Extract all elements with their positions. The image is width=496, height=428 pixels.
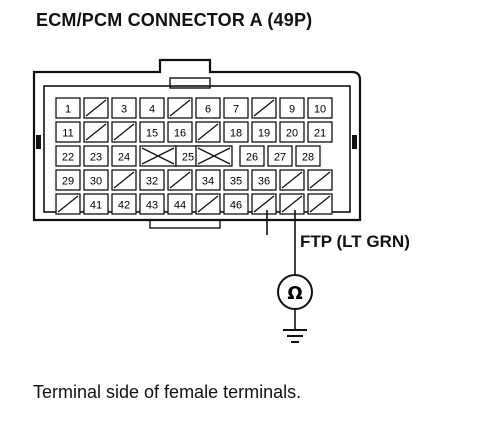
terminal-number: 27: [274, 152, 286, 164]
terminal-23: 23: [83, 145, 109, 167]
terminal-blocked: [195, 145, 233, 167]
terminal-4: 4: [139, 97, 165, 119]
side-notch-left: [36, 135, 41, 149]
terminal-number: 19: [258, 128, 270, 140]
terminal-number: 46: [230, 200, 242, 212]
terminal-number: 29: [62, 176, 74, 188]
terminal-number: 43: [146, 200, 158, 212]
terminal-number: 35: [230, 176, 242, 188]
terminal-32: 32: [139, 169, 165, 191]
terminal-15: 15: [139, 121, 165, 143]
terminal-empty: [307, 169, 333, 191]
terminal-9: 9: [279, 97, 305, 119]
terminal-number: 3: [121, 104, 127, 116]
terminal-empty: [307, 193, 333, 215]
terminal-26: 26: [239, 145, 265, 167]
terminal-number: 26: [246, 152, 258, 164]
terminal-7: 7: [223, 97, 249, 119]
connector-housing: [32, 58, 362, 222]
terminal-number: 11: [62, 128, 73, 140]
terminal-empty: [111, 169, 137, 191]
terminal-number: 20: [286, 128, 298, 140]
terminal-empty: [251, 193, 277, 215]
terminal-46: 46: [223, 193, 249, 215]
terminal-43: 43: [139, 193, 165, 215]
terminal-42: 42: [111, 193, 137, 215]
terminal-empty: [195, 121, 221, 143]
terminal-empty: [55, 193, 81, 215]
terminal-number: 15: [146, 128, 158, 140]
locking-tab: [169, 77, 211, 89]
terminal-number: 9: [289, 104, 295, 116]
terminal-41: 41: [83, 193, 109, 215]
terminal-24: 24: [111, 145, 137, 167]
terminal-number: 18: [230, 128, 242, 140]
terminal-44: 44: [167, 193, 193, 215]
terminal-34: 34: [195, 169, 221, 191]
side-notch-right: [352, 135, 357, 149]
terminal-empty: [279, 193, 305, 215]
terminal-number: 34: [202, 176, 214, 188]
terminal-empty: [251, 97, 277, 119]
terminal-number: 32: [146, 176, 158, 188]
terminal-empty: [83, 97, 109, 119]
terminal-number: 4: [149, 104, 155, 116]
wire-label: FTP (LT GRN): [300, 232, 410, 251]
terminal-empty: [83, 121, 109, 143]
terminal-30: 30: [83, 169, 109, 191]
terminal-empty: [279, 169, 305, 191]
terminal-28: 28: [295, 145, 321, 167]
terminal-number: 36: [258, 176, 270, 188]
terminal-27: 27: [267, 145, 293, 167]
terminal-22: 22: [55, 145, 81, 167]
terminal-number: 6: [205, 104, 211, 116]
terminal-empty: [167, 169, 193, 191]
terminal-empty: [195, 193, 221, 215]
terminal-19: 19: [251, 121, 277, 143]
terminal-1: 1: [55, 97, 81, 119]
terminal-number: 28: [302, 152, 314, 164]
terminal-35: 35: [223, 169, 249, 191]
terminal-number: 30: [90, 176, 102, 188]
terminal-blocked: [139, 145, 177, 167]
terminal-20: 20: [279, 121, 305, 143]
terminal-number: 24: [118, 152, 130, 164]
terminal-18: 18: [223, 121, 249, 143]
diagram-caption: Terminal side of female terminals.: [33, 382, 302, 402]
terminal-16: 16: [167, 121, 193, 143]
terminal-number: 1: [65, 104, 71, 116]
terminal-number: 23: [90, 152, 102, 164]
terminal-number: 22: [62, 152, 74, 164]
ohmmeter-symbol: Ω: [287, 283, 302, 304]
terminal-number: 7: [233, 104, 239, 116]
bottom-key: [149, 219, 221, 229]
terminal-empty: [167, 97, 193, 119]
terminal-number: 21: [314, 128, 326, 140]
terminal-29: 29: [55, 169, 81, 191]
terminal-empty: [111, 121, 137, 143]
terminal-21: 21: [307, 121, 333, 143]
terminal-number: 10: [314, 104, 326, 116]
terminal-11: 11: [55, 121, 81, 143]
terminal-number: 16: [174, 128, 186, 140]
connector-title: ECM/PCM CONNECTOR A (49P): [36, 10, 313, 30]
terminal-6: 6: [195, 97, 221, 119]
terminal-3: 3: [111, 97, 137, 119]
terminal-number: 44: [174, 200, 186, 212]
terminal-number: 41: [90, 200, 102, 212]
terminal-number: 42: [118, 200, 130, 212]
terminal-36: 36: [251, 169, 277, 191]
terminal-number: 25: [182, 152, 194, 164]
terminal-10: 10: [307, 97, 333, 119]
